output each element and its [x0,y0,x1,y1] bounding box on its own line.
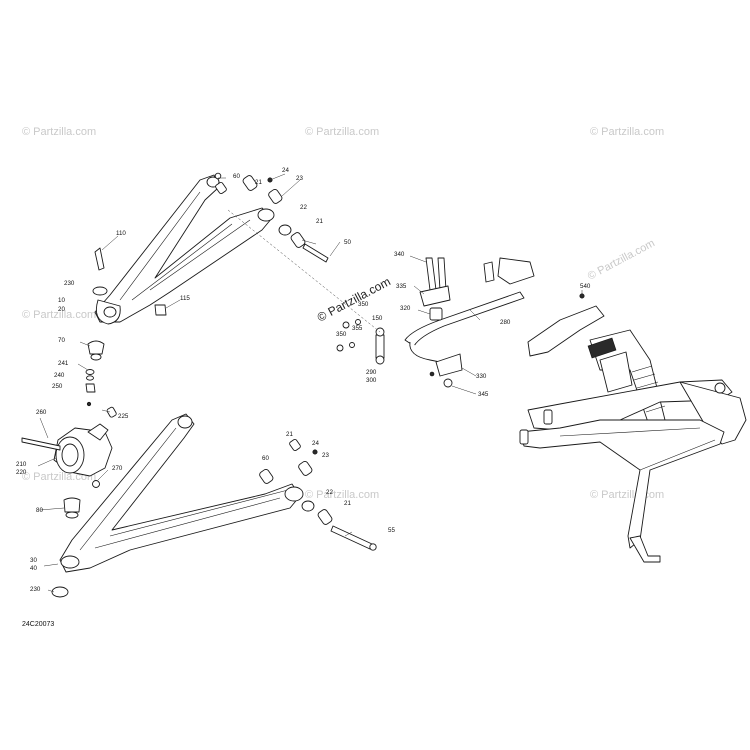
watermark-text: © Partzilla.com [590,489,664,501]
callout-label: 355 [352,325,363,332]
knuckle [21,423,113,488]
callout-label: 320 [400,305,411,312]
lower-arm-hardware [259,438,377,551]
callout-label: 21 [316,218,323,225]
callout-label: 10 [58,297,65,304]
callout-label: 540 [580,283,591,290]
callout-label: 241 [58,360,69,367]
watermark-text: © Partzilla.com [305,126,379,138]
callout-label: 115 [180,295,190,302]
diagram-code: 24C20073 [22,621,54,628]
watermark-text: © Partzilla.com [22,471,96,483]
callout-label: 340 [394,251,405,258]
watermark-text: © Partzilla.com [586,237,657,282]
callout-label: 350 [336,331,347,338]
callout-label: 225 [118,413,129,420]
sway-bar-link [336,319,385,365]
lower-a-arm [51,413,304,598]
callout-label: 240 [54,372,65,379]
watermark-text: © Partzilla.com [305,489,379,501]
callout-label: 21 [344,500,351,507]
callout-label: 55 [388,527,395,534]
callout-label: 220 [16,469,27,476]
callout-label: 300 [366,377,377,384]
callout-label: 70 [58,337,65,344]
callout-label: 150 [372,315,383,322]
callout-label: 23 [322,452,329,459]
callout-label: 21 [286,431,293,438]
callout-label: 210 [16,461,27,468]
callout-label: 22 [326,489,333,496]
callout-label: 335 [396,283,407,290]
callout-label: 270 [112,465,123,472]
callout-label: 40 [30,565,37,572]
callout-label: 21 [255,179,262,186]
watermark-text: © Partzilla.com [22,126,96,138]
callout-label: 24 [312,440,319,447]
callout-label: 250 [52,383,63,390]
callout-label: 50 [344,239,351,246]
callout-label: 290 [366,369,377,376]
callout-label: 80 [36,507,43,514]
callout-label: 330 [476,373,487,380]
callout-label: 60 [262,455,269,462]
callout-label: 345 [478,391,489,398]
callout-label: 22 [300,204,307,211]
watermark-text: © Partzilla.com [590,126,664,138]
callout-label: 60 [233,173,240,180]
callout-labels: 24 60 21 23 22 21 50 110 230 10 20 115 7… [16,167,591,593]
lower-ball-joint [63,497,81,519]
callout-label: 110 [116,230,126,237]
callout-label: 260 [36,409,47,416]
callout-label: 23 [296,175,303,182]
callout-label: 20 [58,306,65,313]
upper-arm-hardware [92,172,329,316]
assembled-view [519,293,747,563]
callout-label: 24 [282,167,289,174]
sway-bar [404,257,535,388]
watermark-text: © Partzilla.com [22,309,96,321]
callout-label: 30 [30,557,37,564]
callout-label: 280 [500,319,511,326]
callout-label: 230 [64,280,75,287]
callout-label: 350 [358,301,369,308]
center-line [227,209,381,333]
upper-a-arm [94,174,275,325]
callout-label: 230 [30,586,41,593]
leader-lines [37,173,583,593]
ball-joint-stack [85,340,117,418]
